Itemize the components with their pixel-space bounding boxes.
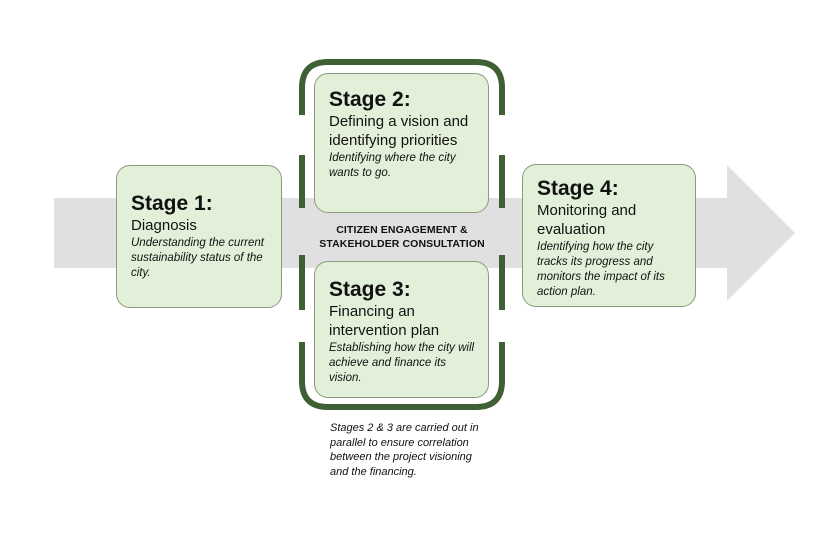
stage-2-title: Stage 2:	[329, 88, 411, 111]
stage-1-subtitle: Diagnosis	[131, 217, 197, 234]
stage-3-description: Establishing how the city will achieve a…	[329, 342, 475, 384]
stage-4-description: Identifying how the city tracks its prog…	[537, 241, 665, 298]
stage-2-description: Identifying where the city wants to go.	[329, 152, 456, 179]
parallel-stages-note: Stages 2 & 3 are carried out in parallel…	[330, 422, 479, 478]
engagement-line-2: STAKEHOLDER CONSULTATION	[319, 238, 485, 250]
stage-1-title: Stage 1:	[131, 192, 213, 215]
engagement-line-1: CITIZEN ENGAGEMENT &	[336, 224, 468, 236]
stage-1-description: Understanding the current sustainability…	[131, 237, 264, 279]
stage-2-box: Stage 2: Defining a vision and identifyi…	[314, 73, 489, 213]
stage-3-title: Stage 3:	[329, 278, 411, 301]
stage-3-box: Stage 3: Financing an intervention plan …	[314, 261, 489, 398]
citizen-engagement-label: CITIZEN ENGAGEMENT & STAKEHOLDER CONSULT…	[302, 223, 502, 251]
stage-3-subtitle: Financing an intervention plan	[329, 303, 440, 339]
citizen-engagement-bracket	[299, 59, 505, 410]
stage-4-title: Stage 4:	[537, 177, 619, 200]
stage-4-box: Stage 4: Monitoring and evaluation Ident…	[522, 164, 696, 307]
stage-4-subtitle: Monitoring and evaluation	[537, 202, 637, 238]
stage-2-subtitle: Defining a vision and identifying priori…	[329, 113, 469, 149]
stage-1-box: Stage 1: Diagnosis Understanding the cur…	[116, 165, 282, 308]
